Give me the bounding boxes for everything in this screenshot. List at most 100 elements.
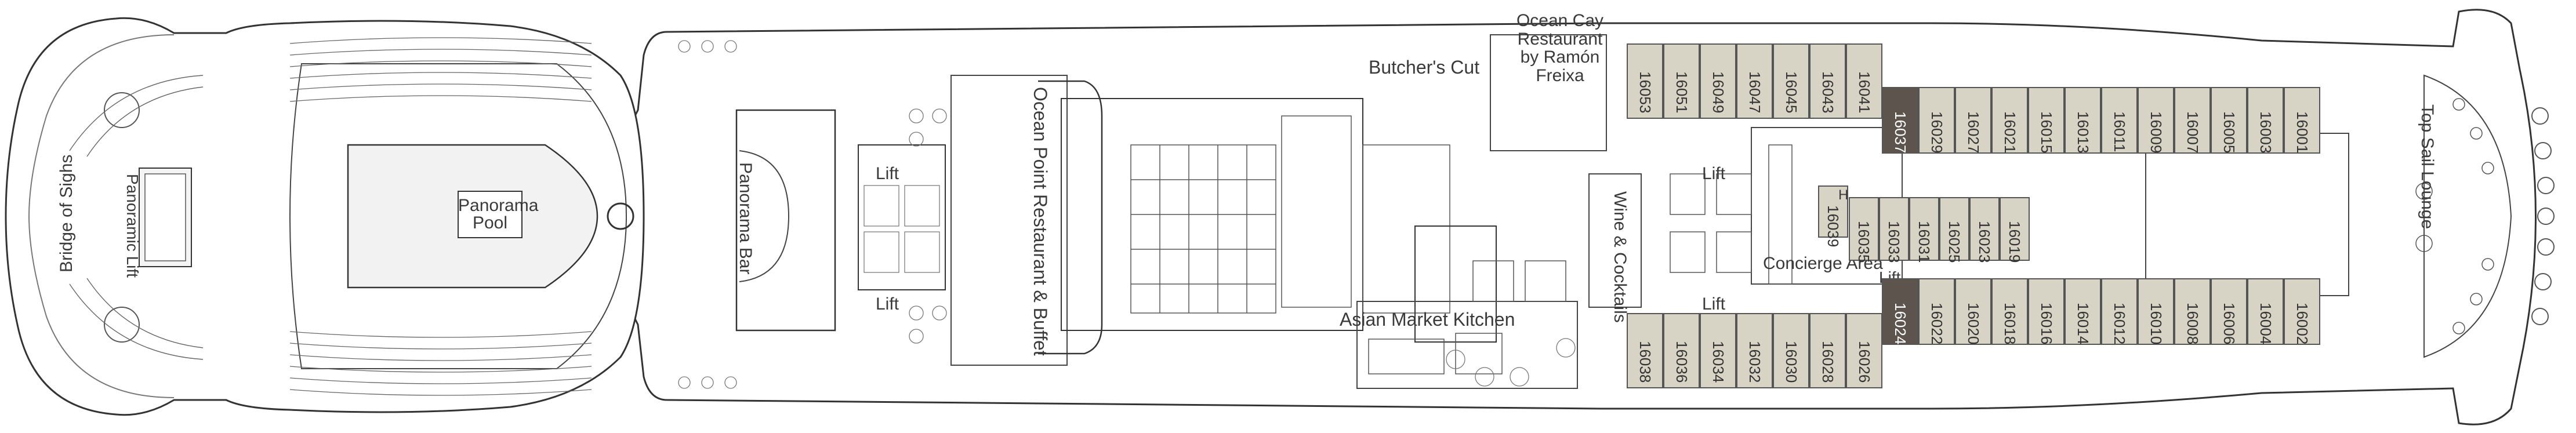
- cabin-16006[interactable]: 16006: [2211, 278, 2247, 345]
- cabin-16011[interactable]: 16011: [2101, 87, 2138, 154]
- cabin-16023[interactable]: 16023: [1969, 197, 2000, 263]
- label-panoramic-lift: Panoramic Lift: [124, 174, 142, 278]
- cabin-16015[interactable]: 16015: [2028, 87, 2065, 154]
- cabin-16001[interactable]: 16001: [2284, 87, 2320, 154]
- label-ocean-cay: Ocean Cay Restaurant by Ramón Freixa: [1516, 11, 1604, 85]
- restaurant-tables: [678, 40, 1576, 389]
- cabin-16039[interactable]: 16039: [1818, 185, 1848, 247]
- cabin-number: 16006: [2220, 303, 2238, 345]
- cabin-number: 16034: [1709, 340, 1727, 383]
- cabin-number: 16028: [1819, 340, 1837, 383]
- top-sail-lounge: [2423, 74, 2512, 358]
- cabin-number: 16024: [1891, 303, 1909, 345]
- cabin-number: 16022: [1928, 303, 1946, 345]
- panorama-bar: [735, 109, 836, 332]
- cabin-16024[interactable]: 16024: [1882, 278, 1918, 345]
- cabin-number: 16002: [2293, 303, 2311, 345]
- cabin-number: 16032: [1746, 340, 1764, 383]
- cabin-16031[interactable]: 16031: [1909, 197, 1939, 263]
- cabin-16019[interactable]: 16019: [2000, 197, 2030, 263]
- cabin-16034[interactable]: 16034: [1700, 313, 1736, 388]
- cabin-16010[interactable]: 16010: [2138, 278, 2174, 345]
- cabin-number: 16030: [1782, 340, 1800, 383]
- lift-bank-fwd: [858, 144, 946, 290]
- cabin-16037[interactable]: 16037: [1882, 87, 1918, 154]
- wine-cocktails-bar: [1588, 173, 1642, 308]
- cabin-number: 16041: [1855, 71, 1873, 113]
- cabin-16003[interactable]: 16003: [2247, 87, 2284, 154]
- cabin-number: 16018: [2001, 303, 2019, 345]
- cabin-16033[interactable]: 16033: [1879, 197, 1909, 263]
- cabin-16029[interactable]: 16029: [1918, 87, 1955, 154]
- cabin-16020[interactable]: 16020: [1955, 278, 1991, 345]
- cabin-16051[interactable]: 16051: [1663, 43, 1700, 119]
- cabin-number: 16033: [1885, 220, 1903, 263]
- cabin-16036[interactable]: 16036: [1663, 313, 1700, 388]
- cabin-16028[interactable]: 16028: [1809, 313, 1846, 388]
- label-ocean-point: Ocean Point Restaurant & Buffet: [1030, 87, 1051, 356]
- cabin-16027[interactable]: 16027: [1955, 87, 1991, 154]
- cabin-number: 16010: [2147, 303, 2165, 345]
- cabin-16014[interactable]: 16014: [2065, 278, 2101, 345]
- label-panorama-pool: Panorama Pool: [458, 196, 539, 232]
- cabin-16041[interactable]: 16041: [1846, 43, 1882, 119]
- cabin-number: 16021: [2001, 111, 2019, 154]
- label-top-sail: Top Sail Lounge: [2418, 104, 2437, 230]
- aft-terrace: [28, 34, 175, 398]
- cabin-number: 16019: [2006, 220, 2023, 263]
- cabin-number: 16037: [1891, 111, 1909, 154]
- cabin-number: 16011: [2110, 111, 2128, 152]
- cabin-16021[interactable]: 16021: [1991, 87, 2028, 154]
- label-lift-fwd-2: Lift: [876, 294, 899, 314]
- cabin-number: 16036: [1672, 340, 1690, 383]
- cabin-16009[interactable]: 16009: [2138, 87, 2174, 154]
- cabin-16053[interactable]: 16053: [1627, 43, 1663, 119]
- cabin-number: 16012: [2110, 303, 2128, 345]
- aft-lift-circle-top: [104, 92, 140, 128]
- cabin-16013[interactable]: 16013: [2065, 87, 2101, 154]
- bow-portholes: [2531, 107, 2555, 325]
- cabin-number: 16031: [1915, 220, 1933, 263]
- cabin-16030[interactable]: 16030: [1773, 313, 1809, 388]
- cabin-number: 16023: [1976, 220, 1993, 263]
- cabin-16025[interactable]: 16025: [1939, 197, 1969, 263]
- label-butchers-cut: Butcher's Cut: [1369, 57, 1480, 78]
- cabin-number: 16026: [1855, 340, 1873, 383]
- cabin-16022[interactable]: 16022: [1918, 278, 1955, 345]
- cabin-16043[interactable]: 16043: [1809, 43, 1846, 119]
- cabin-16007[interactable]: 16007: [2174, 87, 2211, 154]
- label-lift-fwd-1: Lift: [876, 164, 899, 183]
- cabin-number: 16014: [2074, 303, 2092, 345]
- cabin-16026[interactable]: 16026: [1846, 313, 1882, 388]
- cabin-number: 16049: [1709, 71, 1727, 113]
- cabin-number: 16047: [1746, 71, 1764, 113]
- cabin-number: 16029: [1928, 111, 1946, 154]
- cabin-number: 16035: [1855, 220, 1873, 263]
- cabin-16032[interactable]: 16032: [1736, 313, 1773, 388]
- cabin-16038[interactable]: 16038: [1627, 313, 1663, 388]
- cabin-16016[interactable]: 16016: [2028, 278, 2065, 345]
- cabin-16035[interactable]: 16035: [1849, 197, 1879, 263]
- cabin-number: 16015: [2037, 111, 2055, 154]
- cabin-16049[interactable]: 16049: [1700, 43, 1736, 119]
- cabin-number: 16027: [1964, 111, 1982, 154]
- cabin-number: 16003: [2256, 111, 2274, 154]
- cabin-16002[interactable]: 16002: [2284, 278, 2320, 345]
- accessible-cabin-mark: H: [1838, 187, 1849, 203]
- cabin-16005[interactable]: 16005: [2211, 87, 2247, 154]
- cabin-number: 16045: [1782, 71, 1800, 113]
- cabin-number: 16025: [1946, 220, 1963, 263]
- cabin-number: 16013: [2074, 111, 2092, 154]
- label-panorama-bar: Panorama Bar: [736, 162, 755, 275]
- cabin-16045[interactable]: 16045: [1773, 43, 1809, 119]
- cabin-number: 16009: [2147, 111, 2165, 154]
- cabin-16018[interactable]: 16018: [1991, 278, 2028, 345]
- label-lift-mid-2: Lift: [1702, 294, 1726, 314]
- cabin-16008[interactable]: 16008: [2174, 278, 2211, 345]
- pool-jacuzzi: [607, 202, 634, 230]
- cabin-16047[interactable]: 16047: [1736, 43, 1773, 119]
- cabin-16004[interactable]: 16004: [2247, 278, 2284, 345]
- cabin-number: 16020: [1964, 303, 1982, 345]
- cabin-16012[interactable]: 16012: [2101, 278, 2138, 345]
